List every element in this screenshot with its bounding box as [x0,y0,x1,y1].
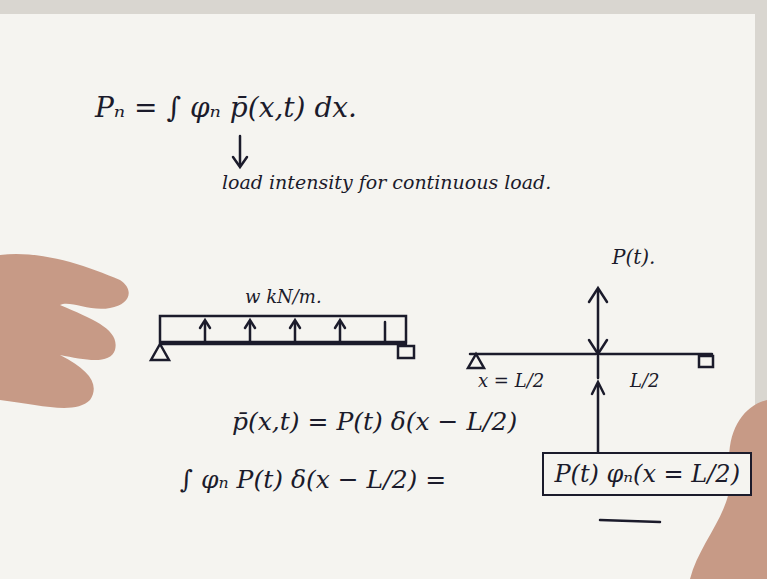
handwritten-label: load intensity for continuous load. [222,172,551,194]
paper [0,14,755,579]
handwritten-label: ∫ φₙ P(t) δ(x − L/2) = [180,466,446,495]
handwritten-label: x = L/2 [478,371,544,392]
left-hand [0,254,129,408]
boxed-result: P(t) φₙ(x = L/2) [542,452,752,496]
result-text: P(t) φₙ(x = L/2) [554,460,740,488]
handwritten-label: Pₙ = ∫ φₙ p̄(x,t) dx. [95,92,357,124]
handwritten-label: L/2 [630,371,659,392]
handwritten-label: w kN/m. [245,287,322,308]
handwritten-label: P(t). [612,246,655,269]
handwritten-label: p̄(x,t) = P(t) δ(x − L/2) [232,408,517,437]
